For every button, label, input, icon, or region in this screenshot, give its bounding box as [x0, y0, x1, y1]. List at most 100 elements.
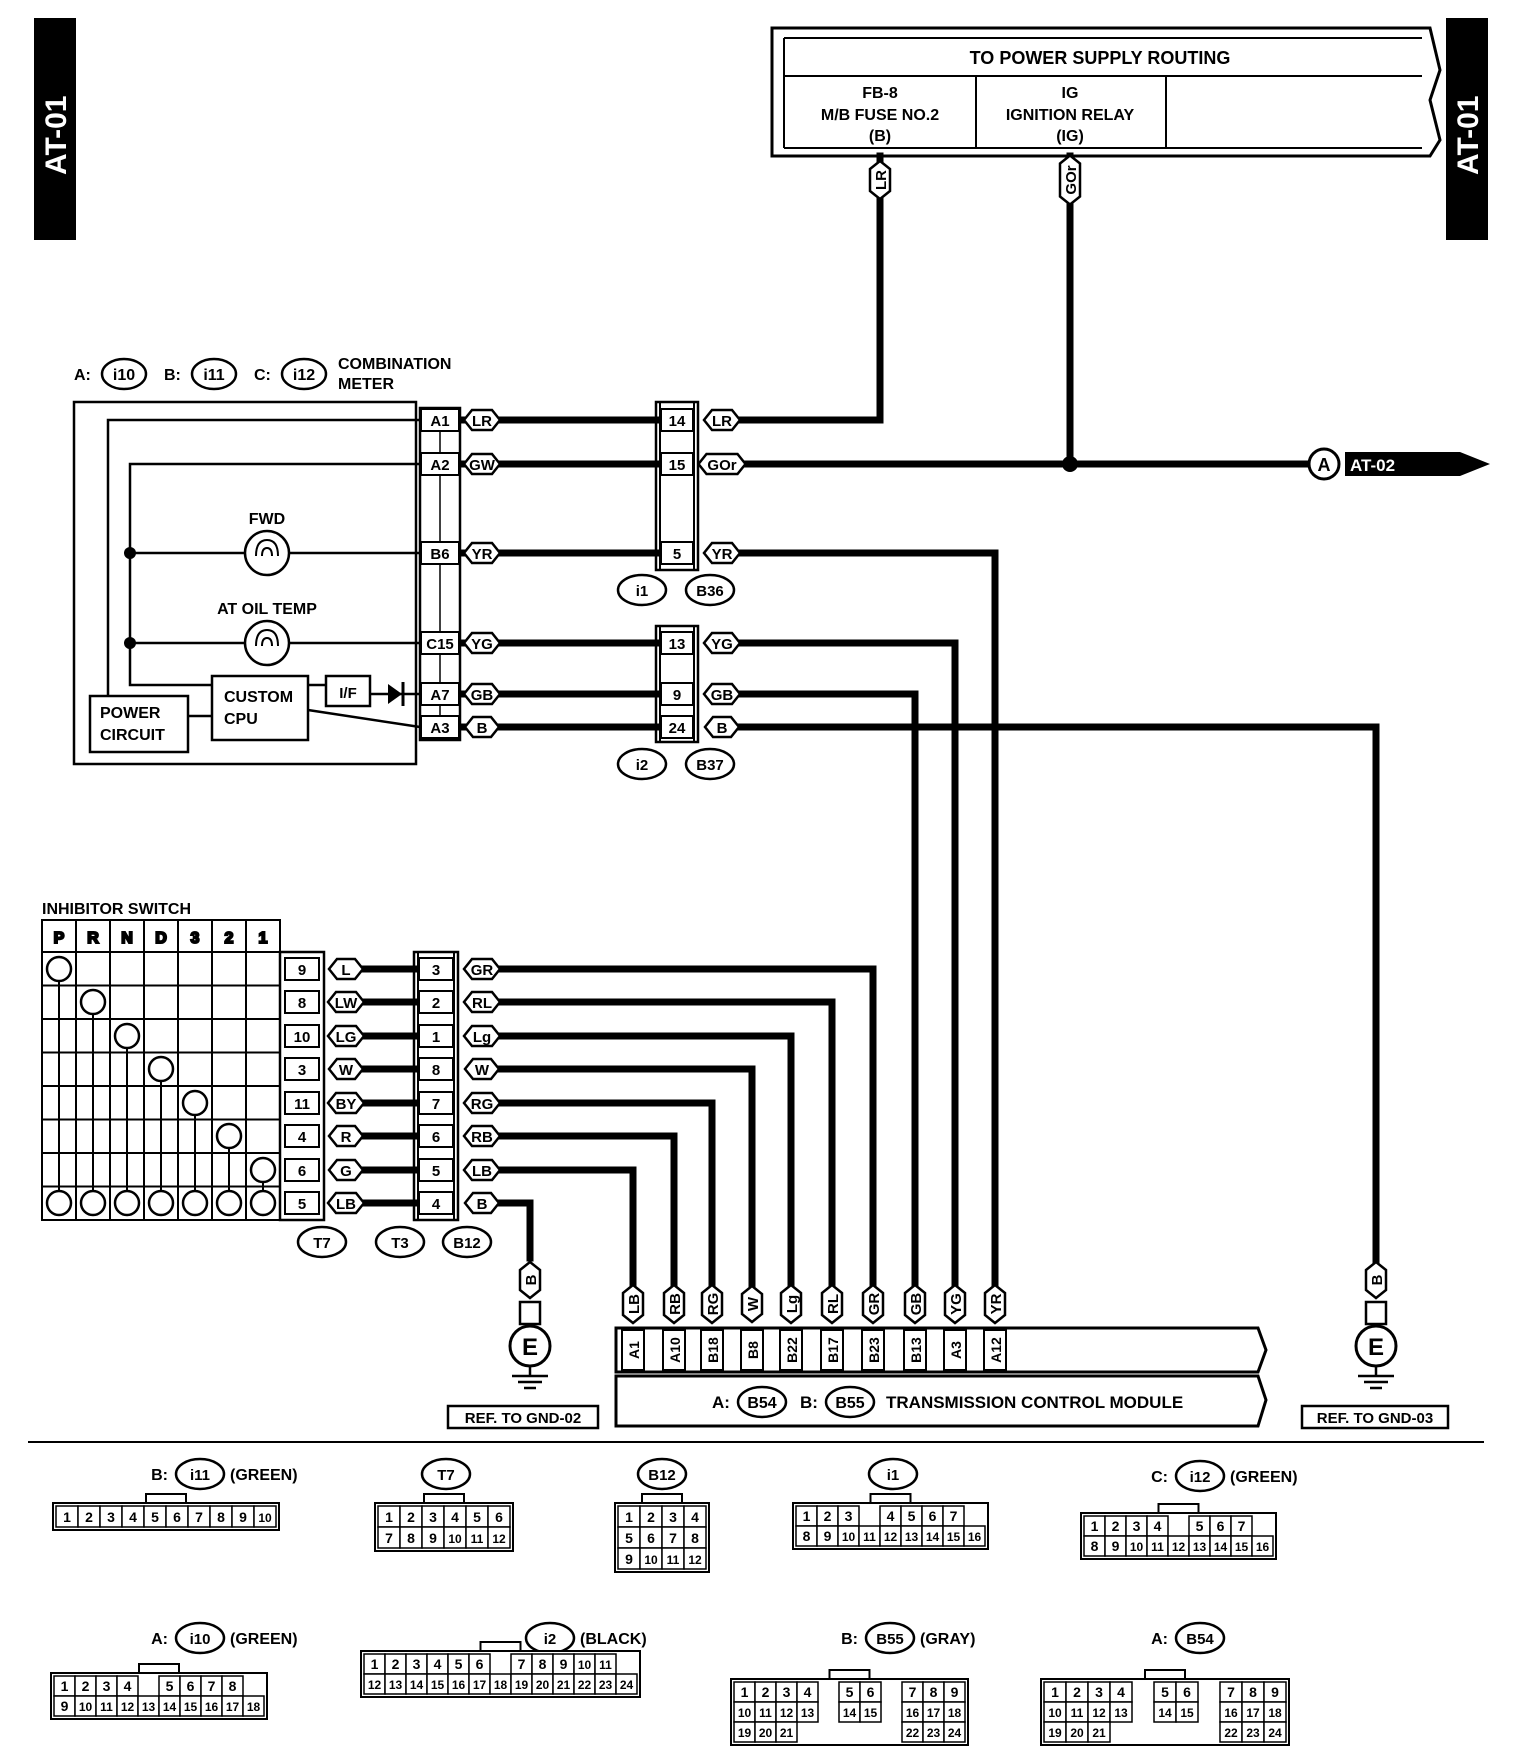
svg-text:AT-01: AT-01 — [40, 96, 73, 175]
wire-color-tag: Lg — [462, 1024, 502, 1048]
connector-cavity: 5 — [151, 1509, 159, 1525]
wire-color-label: B — [523, 1274, 540, 1285]
switch-terminal-icon — [79, 1189, 107, 1217]
connector-cavity: 23 — [599, 1678, 613, 1692]
connector-cavity: 6 — [867, 1684, 875, 1700]
tcm-conn-a: B54 — [747, 1395, 776, 1412]
pin-number: 7 — [432, 1096, 440, 1113]
wire-color-label: YG — [948, 1293, 965, 1315]
connector-cavity: 8 — [407, 1530, 415, 1546]
junction-b37-oval-label: B37 — [696, 757, 724, 774]
pin-number: 14 — [669, 413, 686, 430]
wire-color-tag: LW — [326, 990, 366, 1014]
fuse-line-3: (B) — [869, 128, 891, 145]
connector-cavity: 20 — [536, 1678, 550, 1692]
ground-symbol: E — [522, 1334, 538, 1361]
pin-number: 4 — [298, 1129, 307, 1146]
connector-cavity: 9 — [824, 1528, 832, 1544]
connector-cavity: 15 — [1180, 1706, 1194, 1720]
connector-view-name: B55 — [876, 1631, 904, 1648]
connector-cavity: 7 — [518, 1656, 526, 1672]
wire-color-tag: B — [463, 1191, 501, 1215]
wire-color-tag: GW — [462, 452, 502, 476]
tcm-label-a: A: — [712, 1393, 730, 1412]
wire-color-label: RL — [825, 1294, 842, 1314]
wire-color-label: GOr — [707, 457, 736, 474]
connector-cavity: 4 — [129, 1509, 137, 1525]
connector-cavity: 10 — [644, 1553, 658, 1567]
pin-number: 4 — [432, 1196, 441, 1213]
tcm-label-b: B: — [800, 1393, 818, 1412]
wire-color-label: B — [477, 720, 488, 737]
connector-cavity: 4 — [124, 1678, 132, 1694]
wire-color-label: GOr — [1063, 165, 1080, 194]
connector-cavity: 1 — [371, 1656, 379, 1672]
wire-color-tag: GB — [702, 682, 742, 706]
connector-cavity: 21 — [780, 1726, 794, 1740]
connector-cavity: 13 — [142, 1700, 156, 1714]
connector-cavity: 6 — [495, 1509, 503, 1525]
connector-cavity: 18 — [494, 1678, 508, 1692]
wire-color-tag: GOr — [696, 452, 748, 476]
cpu-line-1: CUSTOM — [224, 689, 293, 706]
connector-cavity: 2 — [407, 1509, 415, 1525]
junction-i2-oval-label: i2 — [636, 757, 649, 774]
connector-pin: 14 — [660, 408, 694, 432]
connector-cavity: 22 — [578, 1678, 592, 1692]
connector-pin: A2 — [420, 452, 460, 476]
wire-color-label: GB — [711, 687, 734, 704]
switch-contact-icon — [215, 1122, 243, 1150]
junction-b36-oval-label: B36 — [696, 583, 724, 600]
pin-number: A1 — [430, 413, 449, 430]
diode-icon — [388, 682, 405, 706]
tcm-pin-label: B17 — [825, 1337, 841, 1363]
wire-color-tag: GOr — [1058, 153, 1082, 207]
connector-cavity: 12 — [368, 1678, 382, 1692]
wire-color-tag: RG — [462, 1091, 502, 1115]
connector-cavity: 5 — [1196, 1518, 1204, 1534]
pin-number: B6 — [430, 546, 449, 563]
connector-cavity: 12 — [688, 1553, 702, 1567]
cpu-line-2: CPU — [224, 711, 258, 728]
connector-cavity: 19 — [738, 1726, 752, 1740]
connector-cavity: 9 — [625, 1551, 633, 1567]
connector-cavity: 24 — [948, 1726, 962, 1740]
fuse-line-2: M/B FUSE NO.2 — [821, 107, 939, 124]
pin-number: 11 — [294, 1096, 310, 1113]
connector-view-note: (GREEN) — [1230, 1469, 1298, 1486]
ground-ref-label: REF. TO GND-02 — [465, 1410, 581, 1427]
wire-color-label: L — [341, 962, 350, 979]
connector-view-note: (BLACK) — [580, 1631, 647, 1648]
connector-pin: 2 — [418, 990, 454, 1014]
junction-t3-oval-label: T3 — [391, 1235, 409, 1252]
ground-ref-label: REF. TO GND-03 — [1317, 1410, 1433, 1427]
connector-cavity: 17 — [473, 1678, 487, 1692]
wire-color-tag: RL — [820, 1283, 844, 1325]
connector-cavity: 3 — [783, 1684, 791, 1700]
meter-conn-a: i10 — [113, 367, 135, 384]
connector-cavity: 16 — [906, 1706, 920, 1720]
connector-cavity: 1 — [1091, 1518, 1099, 1534]
connector-cavity: 17 — [226, 1700, 240, 1714]
connector-pin: 6 — [284, 1158, 320, 1182]
wire-color-label: GR — [866, 1293, 883, 1316]
wire-color-tag: YR — [983, 1283, 1007, 1325]
pin-number: 6 — [298, 1163, 306, 1180]
inhibitor-position: 3 — [191, 930, 200, 947]
connector-cavity: 14 — [843, 1706, 857, 1720]
connector-cavity: 22 — [1224, 1726, 1238, 1740]
connector-cavity: 2 — [82, 1678, 90, 1694]
wire-color-tag: B — [518, 1260, 542, 1300]
connector-cavity: 3 — [1095, 1684, 1103, 1700]
pin-number: 9 — [673, 687, 681, 704]
connector-cavity: 21 — [557, 1678, 571, 1692]
wire-color-tag: RG — [700, 1283, 724, 1325]
connector-cavity: 2 — [85, 1509, 93, 1525]
connector-cavity: 23 — [1246, 1726, 1260, 1740]
power-line-2: CIRCUIT — [100, 727, 165, 744]
page-tab-right: AT-01 — [1446, 18, 1488, 240]
wire-color-tag: LR — [868, 159, 892, 201]
